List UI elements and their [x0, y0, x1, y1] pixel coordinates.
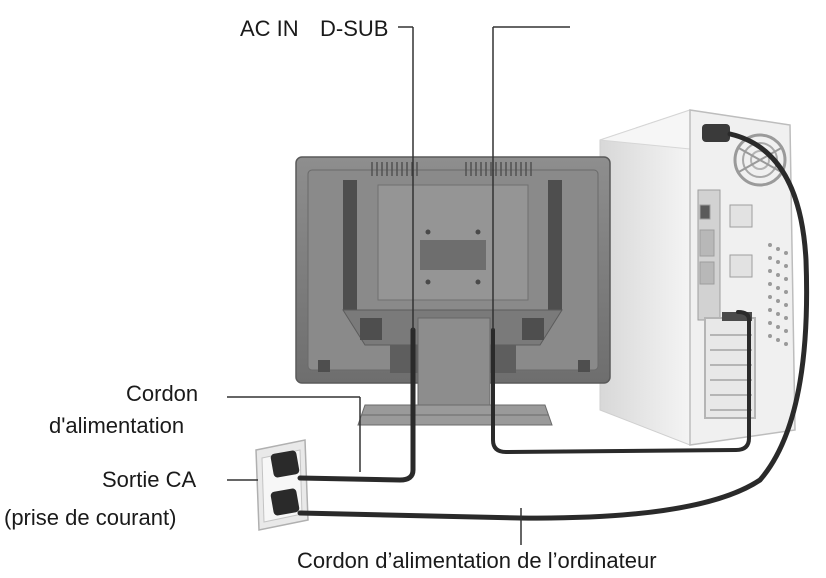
- pc-power-inlet-icon: [702, 124, 730, 142]
- cables: [297, 131, 810, 521]
- label-outlet-line1: Sortie CA: [102, 467, 197, 492]
- expansion-slots: [704, 317, 756, 419]
- pc-tower: [599, 109, 796, 446]
- plug-icon: [270, 450, 300, 516]
- label-ac-in: AC IN: [240, 16, 299, 41]
- fan-grille-icon: [733, 133, 787, 187]
- vga-port-icon: [722, 312, 752, 321]
- monitor-side-vents: [343, 180, 562, 310]
- monitor-power-cable: [297, 327, 416, 483]
- pc-power-cable: [297, 131, 810, 521]
- monitor-rear: [295, 156, 611, 426]
- vga-cable: [491, 310, 751, 455]
- vent-holes: [768, 243, 788, 346]
- label-power-cord-line2: d'alimentation: [49, 413, 185, 438]
- label-power-cord-line1: Cordon: [126, 381, 199, 406]
- label-outlet-line2: (prise de courant): [4, 505, 177, 530]
- wall-outlet: [255, 439, 309, 531]
- monitor-stand-neck: [417, 317, 491, 409]
- label-computer-power-cord: Cordon d’alimentation de l’ordinateur: [297, 548, 657, 573]
- leader-lines: [227, 26, 570, 545]
- io-panel: [697, 189, 753, 321]
- label-d-sub: D-SUB: [320, 16, 389, 41]
- monitor-vents-top: [371, 162, 532, 176]
